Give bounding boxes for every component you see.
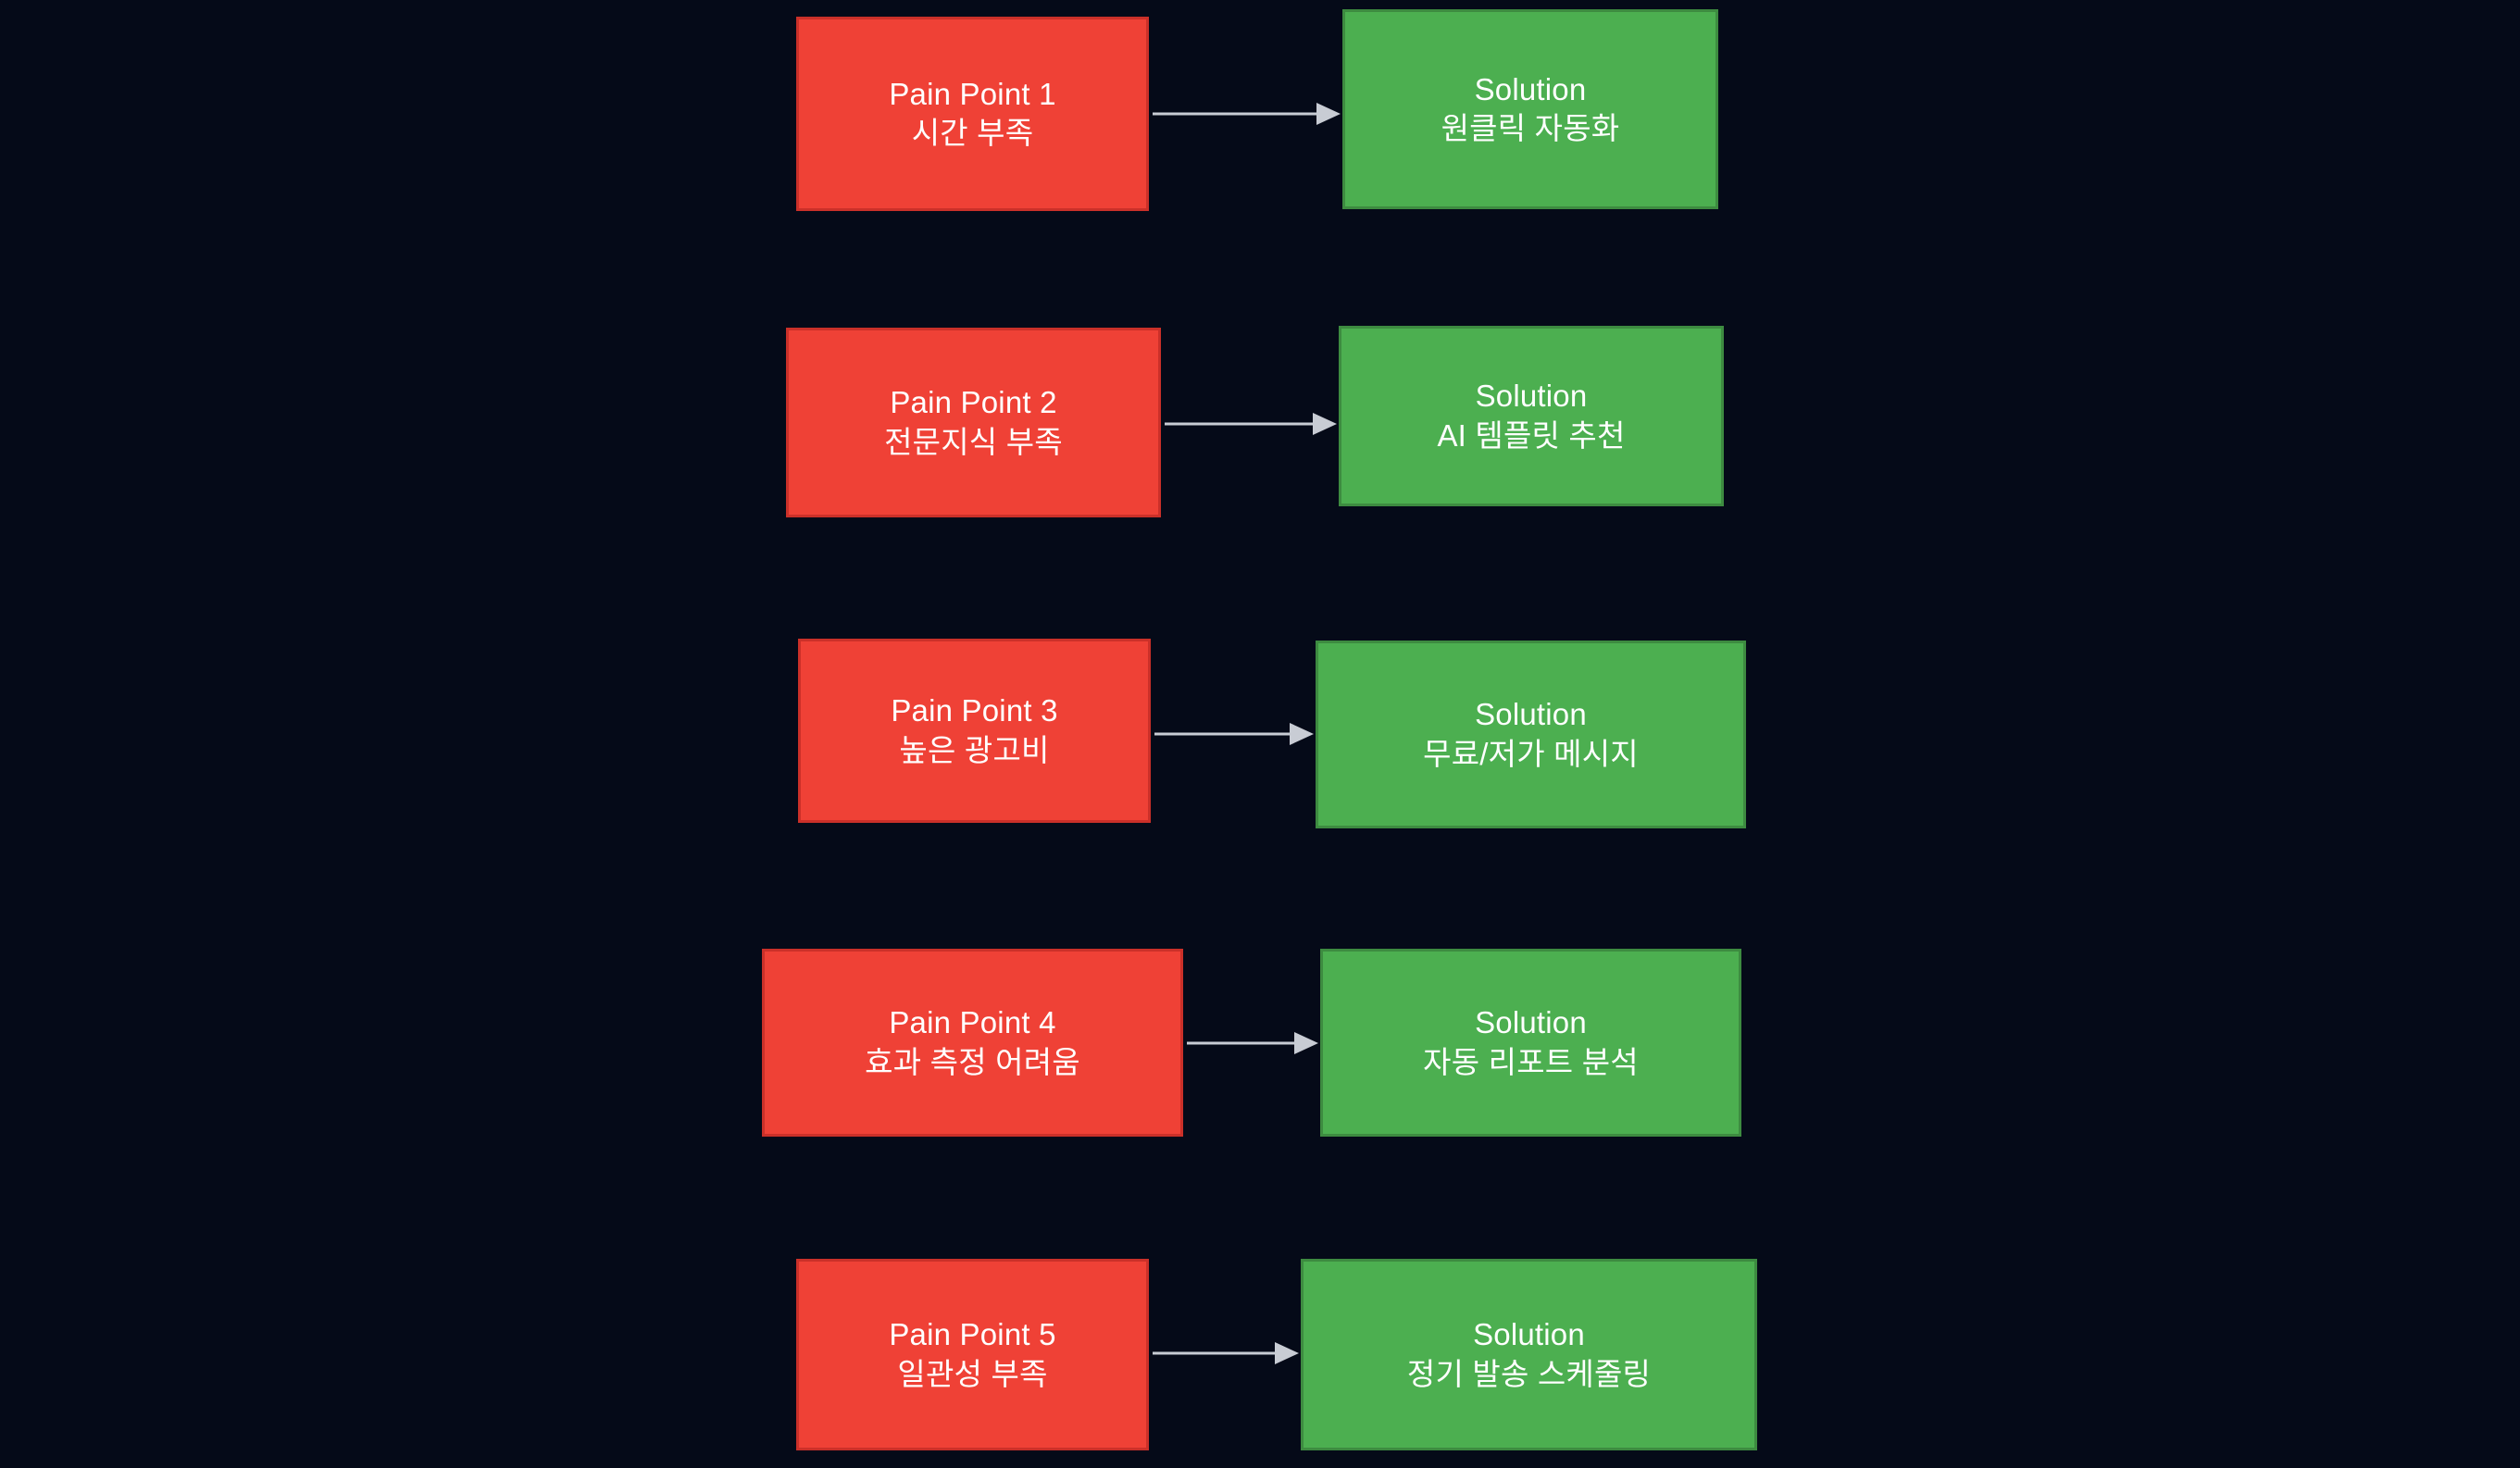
pain-box-4-title: Pain Point 4	[889, 1005, 1056, 1040]
arrow-pain-2-to-solution-2	[1152, 411, 1350, 437]
solution-box-2-detail: AI 템플릿 추천	[1437, 417, 1626, 453]
pain-box-5[interactable]: Pain Point 5 일관성 부족	[796, 1259, 1149, 1450]
pain-box-1[interactable]: Pain Point 1 시간 부족	[796, 17, 1149, 211]
solution-box-4-detail: 자동 리포트 분석	[1423, 1044, 1639, 1079]
solution-box-5-title: Solution	[1473, 1317, 1585, 1352]
pain-box-5-detail: 일관성 부족	[897, 1356, 1048, 1391]
solution-box-5[interactable]: Solution 정기 발송 스케줄링	[1301, 1259, 1757, 1450]
pain-box-1-detail: 시간 부족	[911, 116, 1034, 150]
arrow-pain-1-to-solution-1	[1140, 101, 1354, 127]
arrow-pain-4-to-solution-4	[1174, 1030, 1331, 1056]
solution-box-1[interactable]: Solution 원클릭 자동화	[1342, 9, 1718, 209]
solution-box-2-title: Solution	[1475, 379, 1588, 414]
arrow-pain-5-to-solution-5	[1140, 1340, 1312, 1366]
solution-box-5-detail: 정기 발송 스케줄링	[1406, 1356, 1652, 1391]
arrow-pain-3-to-solution-3	[1141, 721, 1327, 747]
solution-box-1-title: Solution	[1474, 71, 1587, 106]
pain-box-2-detail: 전문지식 부족	[884, 424, 1063, 459]
pain-box-4[interactable]: Pain Point 4 효과 측정 어려움	[762, 949, 1183, 1137]
solution-box-3-title: Solution	[1475, 697, 1587, 732]
solution-box-4-title: Solution	[1475, 1005, 1587, 1040]
pain-box-2-title: Pain Point 2	[890, 385, 1057, 420]
solution-box-4[interactable]: Solution 자동 리포트 분석	[1320, 949, 1741, 1137]
pain-box-5-title: Pain Point 5	[889, 1317, 1056, 1352]
pain-box-4-detail: 효과 측정 어려움	[865, 1044, 1080, 1079]
pain-box-3-title: Pain Point 3	[891, 693, 1058, 728]
solution-box-3-detail: 무료/저가 메시지	[1423, 736, 1639, 771]
pain-box-3-detail: 높은 광고비	[899, 732, 1050, 767]
pain-box-3[interactable]: Pain Point 3 높은 광고비	[798, 639, 1151, 823]
pain-box-2[interactable]: Pain Point 2 전문지식 부족	[786, 328, 1161, 517]
solution-box-3[interactable]: Solution 무료/저가 메시지	[1316, 641, 1746, 828]
solution-box-1-detail: 원클릭 자동화	[1441, 111, 1620, 145]
pain-box-1-title: Pain Point 1	[889, 76, 1056, 111]
